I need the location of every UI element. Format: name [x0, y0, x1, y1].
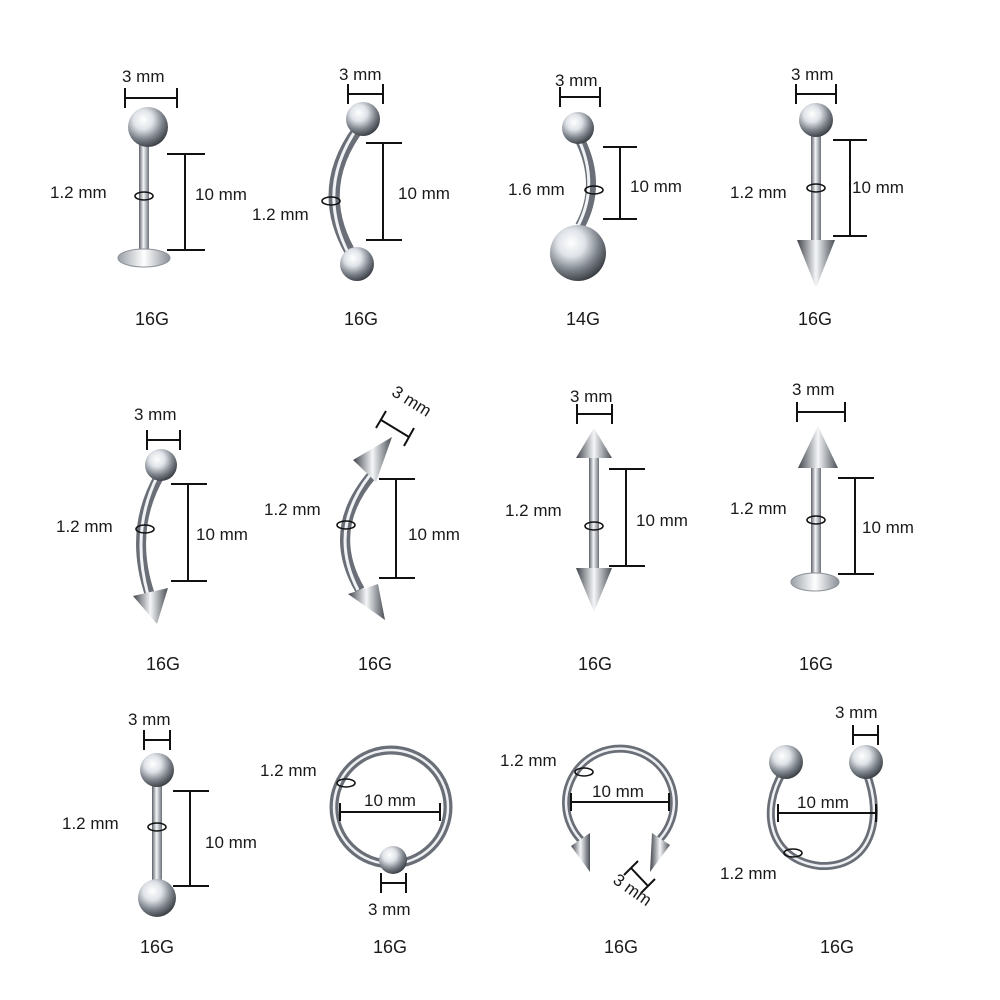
item-1-dims: [124, 88, 205, 251]
item-4-top-size: 3 mm: [791, 65, 834, 84]
item-1-thickness: 1.2 mm: [50, 183, 107, 202]
item-5-top-size: 3 mm: [134, 405, 177, 424]
item-2-gauge: 16G: [344, 309, 378, 329]
item-7-dims: [576, 404, 645, 567]
item-7-thickness: 1.2 mm: [505, 501, 562, 520]
item-5-gauge: 16G: [146, 654, 180, 674]
item-12-length: 10 mm: [797, 793, 849, 812]
item-6-thickness: 1.2 mm: [264, 500, 321, 519]
item-4-gauge: 16G: [798, 309, 832, 329]
item-9-length: 10 mm: [205, 833, 257, 852]
item-4-dims: [795, 84, 867, 237]
item-3-belly-ring: 3 mm 1.6 mm 10 mm 14G: [508, 71, 682, 329]
item-2-top-size: 3 mm: [339, 65, 382, 84]
item-8-dims: [796, 402, 874, 575]
item-5-thickness: 1.2 mm: [56, 517, 113, 536]
item-7-gauge: 16G: [578, 654, 612, 674]
item-10-top-size: 3 mm: [368, 900, 411, 919]
item-6-top-size: 3 mm: [389, 382, 435, 421]
item-2-thickness: 1.2 mm: [252, 205, 309, 224]
item-10-dims: [339, 803, 441, 893]
item-8-gauge: 16G: [799, 654, 833, 674]
item-5-length: 10 mm: [196, 525, 248, 544]
item-3-dims: [559, 87, 637, 220]
item-7-top-size: 3 mm: [570, 387, 613, 406]
item-10-length: 10 mm: [364, 791, 416, 810]
item-1-labret: 3 mm 1.2 mm 10 mm 16G: [50, 67, 247, 329]
item-9-thickness: 1.2 mm: [62, 814, 119, 833]
item-12-gauge: 16G: [820, 937, 854, 957]
item-10-thickness: 1.2 mm: [260, 761, 317, 780]
item-1-length: 10 mm: [195, 185, 247, 204]
item-11-thickness: 1.2 mm: [500, 751, 557, 770]
item-4-thickness: 1.2 mm: [730, 183, 787, 202]
item-5-curved-spike: 3 mm 1.2 mm 10 mm 16G: [56, 405, 248, 674]
item-4-length: 10 mm: [852, 178, 904, 197]
item-1-gauge: 16G: [135, 309, 169, 329]
item-6-curved-double-spike: 3 mm 1.2 mm 10 mm 16G: [264, 382, 460, 674]
item-12-top-size: 3 mm: [835, 703, 878, 722]
item-3-thickness: 1.6 mm: [508, 180, 565, 199]
item-9-gauge: 16G: [140, 937, 174, 957]
item-5-dims: [146, 430, 207, 582]
item-11-top-size: 3 mm: [610, 870, 656, 910]
item-12-horseshoe-balls: 3 mm 10 mm 1.2 mm 16G: [720, 703, 883, 957]
item-12-dims: [777, 725, 879, 822]
item-11-gauge: 16G: [604, 937, 638, 957]
item-9-straight-barbell: 3 mm 1.2 mm 10 mm 16G: [62, 710, 257, 957]
item-7-straight-double-spike: 3 mm 1.2 mm 10 mm 16G: [505, 387, 688, 674]
item-2-length: 10 mm: [398, 184, 450, 203]
item-6-dims: [375, 410, 415, 579]
item-10-gauge: 16G: [373, 937, 407, 957]
item-1-top-size: 3 mm: [122, 67, 165, 86]
item-8-length: 10 mm: [862, 518, 914, 537]
item-2-curved-barbell: 3 mm 1.2 mm 10 mm 16G: [252, 65, 450, 329]
item-12-thickness: 1.2 mm: [720, 864, 777, 883]
item-10-captive-ring: 10 mm 1.2 mm 3 mm 16G: [260, 745, 453, 957]
item-8-top-size: 3 mm: [792, 380, 835, 399]
item-3-gauge: 14G: [566, 309, 600, 329]
item-6-length: 10 mm: [408, 525, 460, 544]
item-11-horseshoe-spikes: 10 mm 1.2 mm 3 mm 16G: [500, 744, 678, 957]
item-7-length: 10 mm: [636, 511, 688, 530]
item-3-length: 10 mm: [630, 177, 682, 196]
item-6-gauge: 16G: [358, 654, 392, 674]
item-3-top-size: 3 mm: [555, 71, 598, 90]
item-9-top-size: 3 mm: [128, 710, 171, 729]
item-4-spike-barbell: 3 mm 1.2 mm 10 mm 16G: [730, 65, 904, 329]
item-2-dims: [347, 84, 402, 241]
item-9-dims: [143, 730, 209, 887]
item-11-length: 10 mm: [592, 782, 644, 801]
item-8-labret-spike: 3 mm 1.2 mm 10 mm 16G: [730, 380, 914, 674]
item-11-dims: [570, 793, 670, 894]
item-8-thickness: 1.2 mm: [730, 499, 787, 518]
